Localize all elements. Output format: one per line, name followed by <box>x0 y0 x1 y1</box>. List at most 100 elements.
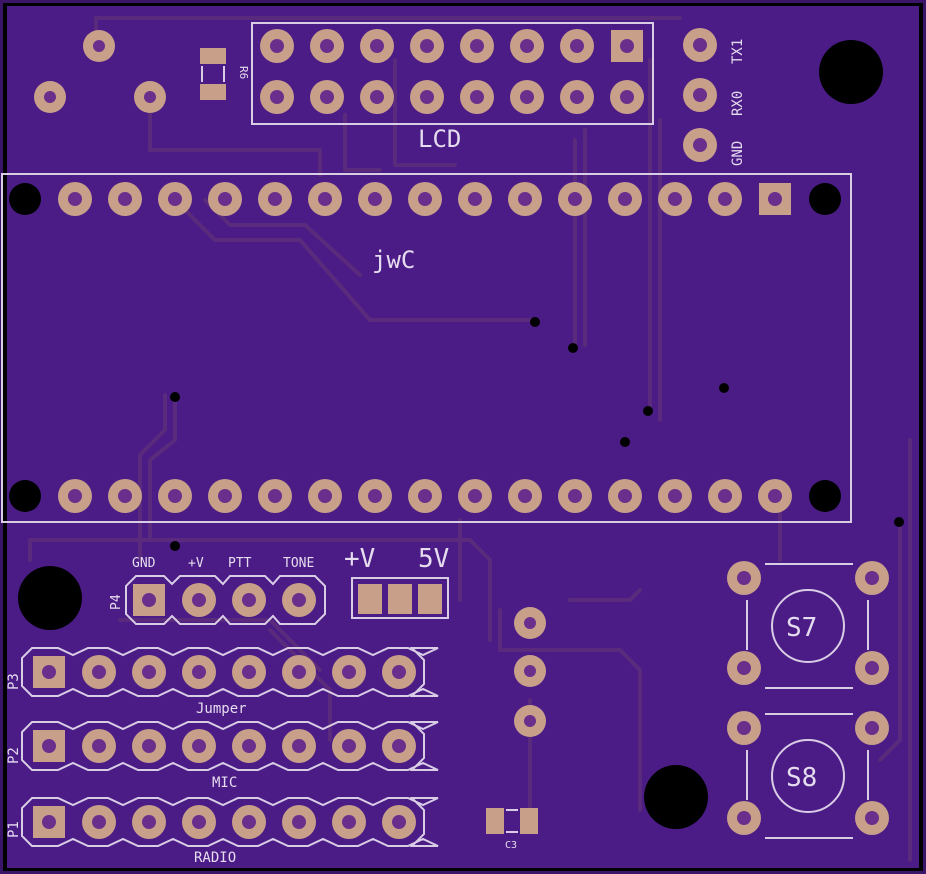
header-pin <box>382 805 416 839</box>
mounting-hole <box>819 40 883 104</box>
jwc-mount-hole <box>809 480 841 512</box>
header-pin <box>382 729 416 763</box>
jwc-pin <box>558 182 592 216</box>
p4-pin <box>182 583 216 617</box>
lcd-pin <box>510 80 544 114</box>
jwc-pin <box>708 182 742 216</box>
p-headers <box>21 647 439 847</box>
header-pin <box>382 655 416 689</box>
lcd-pin <box>260 80 294 114</box>
jwc-pin <box>208 182 242 216</box>
lcd-label: LCD <box>418 125 461 153</box>
radio-label: RADIO <box>194 850 236 866</box>
lcd-pin <box>610 80 644 114</box>
p4-pin <box>133 584 165 616</box>
lcd-pin <box>560 80 594 114</box>
p4-gnd-label: GND <box>132 556 156 571</box>
p4-label: P4 <box>109 594 124 610</box>
header-pin <box>232 655 266 689</box>
jwc-pin <box>708 479 742 513</box>
p2-label: P2 <box>6 747 22 764</box>
header-pin <box>33 730 65 762</box>
lcd-pin <box>360 29 394 63</box>
p4-outline <box>125 575 326 625</box>
jwc-pin <box>258 182 292 216</box>
jwc-pin <box>108 182 142 216</box>
tx1-label: TX1 <box>730 39 746 64</box>
s7-switch <box>727 561 889 689</box>
serial-pads <box>683 28 717 162</box>
jwc-pin <box>508 182 542 216</box>
lcd-pin <box>410 29 444 63</box>
header-pin <box>33 656 65 688</box>
mounting-hole <box>18 566 82 630</box>
mid-pads <box>514 607 546 737</box>
header-outline <box>21 721 439 771</box>
jwc-pin <box>58 182 92 216</box>
c3-label: C3 <box>505 840 517 851</box>
jwc-mount-hole <box>9 480 41 512</box>
vias <box>170 317 904 551</box>
header-pin <box>282 805 316 839</box>
jwc-pin <box>758 479 792 513</box>
header-pin <box>132 655 166 689</box>
jwc-pin <box>158 479 192 513</box>
five-v-label: 5V <box>418 544 449 574</box>
p4-ptt-label: PTT <box>228 556 252 571</box>
p1-label: P1 <box>6 821 22 838</box>
jwc-pin <box>358 479 392 513</box>
header-pin <box>282 729 316 763</box>
header-pin <box>182 729 216 763</box>
r6-label: R6 <box>237 66 250 79</box>
p3-label: P3 <box>6 673 22 690</box>
lcd-outline <box>251 22 654 125</box>
header-pin <box>132 729 166 763</box>
jwc-pin <box>258 479 292 513</box>
jwc-mount-hole <box>809 183 841 215</box>
header-pin <box>132 805 166 839</box>
header-pin <box>82 805 116 839</box>
jwc-pin <box>408 479 442 513</box>
lcd-header-pads <box>260 29 644 114</box>
jwc-label: jwC <box>372 246 415 274</box>
header-pin <box>33 806 65 838</box>
jwc-pin <box>508 479 542 513</box>
header-pin <box>82 729 116 763</box>
header-pin <box>232 729 266 763</box>
mounting-hole <box>644 765 708 829</box>
lcd-pin <box>560 29 594 63</box>
jwc-pin <box>658 479 692 513</box>
voltage-jumper-pads <box>358 584 442 614</box>
rx0-label: RX0 <box>730 91 746 116</box>
jwc-pin <box>608 182 642 216</box>
lcd-pin <box>611 30 643 62</box>
header-pin <box>182 655 216 689</box>
plus-v-label: +V <box>344 544 375 574</box>
p4-pin <box>282 583 316 617</box>
header-pin <box>282 655 316 689</box>
jwc-pin <box>358 182 392 216</box>
jwc-pin <box>308 479 342 513</box>
jwc-pin <box>158 182 192 216</box>
lcd-pin <box>260 29 294 63</box>
s8-label: S8 <box>786 763 817 793</box>
lcd-pin <box>410 80 444 114</box>
header-pin <box>332 729 366 763</box>
header-pin <box>182 805 216 839</box>
jwc-pin <box>108 479 142 513</box>
p4-v-label: +V <box>188 556 204 571</box>
lcd-pin <box>310 29 344 63</box>
voltage-jumper-outline <box>351 577 449 619</box>
jwc-pin <box>759 183 791 215</box>
jwc-pin <box>558 479 592 513</box>
lcd-pin <box>360 80 394 114</box>
jwc-outline <box>1 173 852 523</box>
c3-capacitor <box>486 808 538 834</box>
header-outline <box>21 647 439 697</box>
lcd-pin <box>310 80 344 114</box>
jwc-pin <box>408 182 442 216</box>
jwc-bottom-pads <box>9 479 841 513</box>
p4-pads <box>133 583 316 617</box>
header-pin <box>332 805 366 839</box>
jwc-mount-hole <box>9 183 41 215</box>
